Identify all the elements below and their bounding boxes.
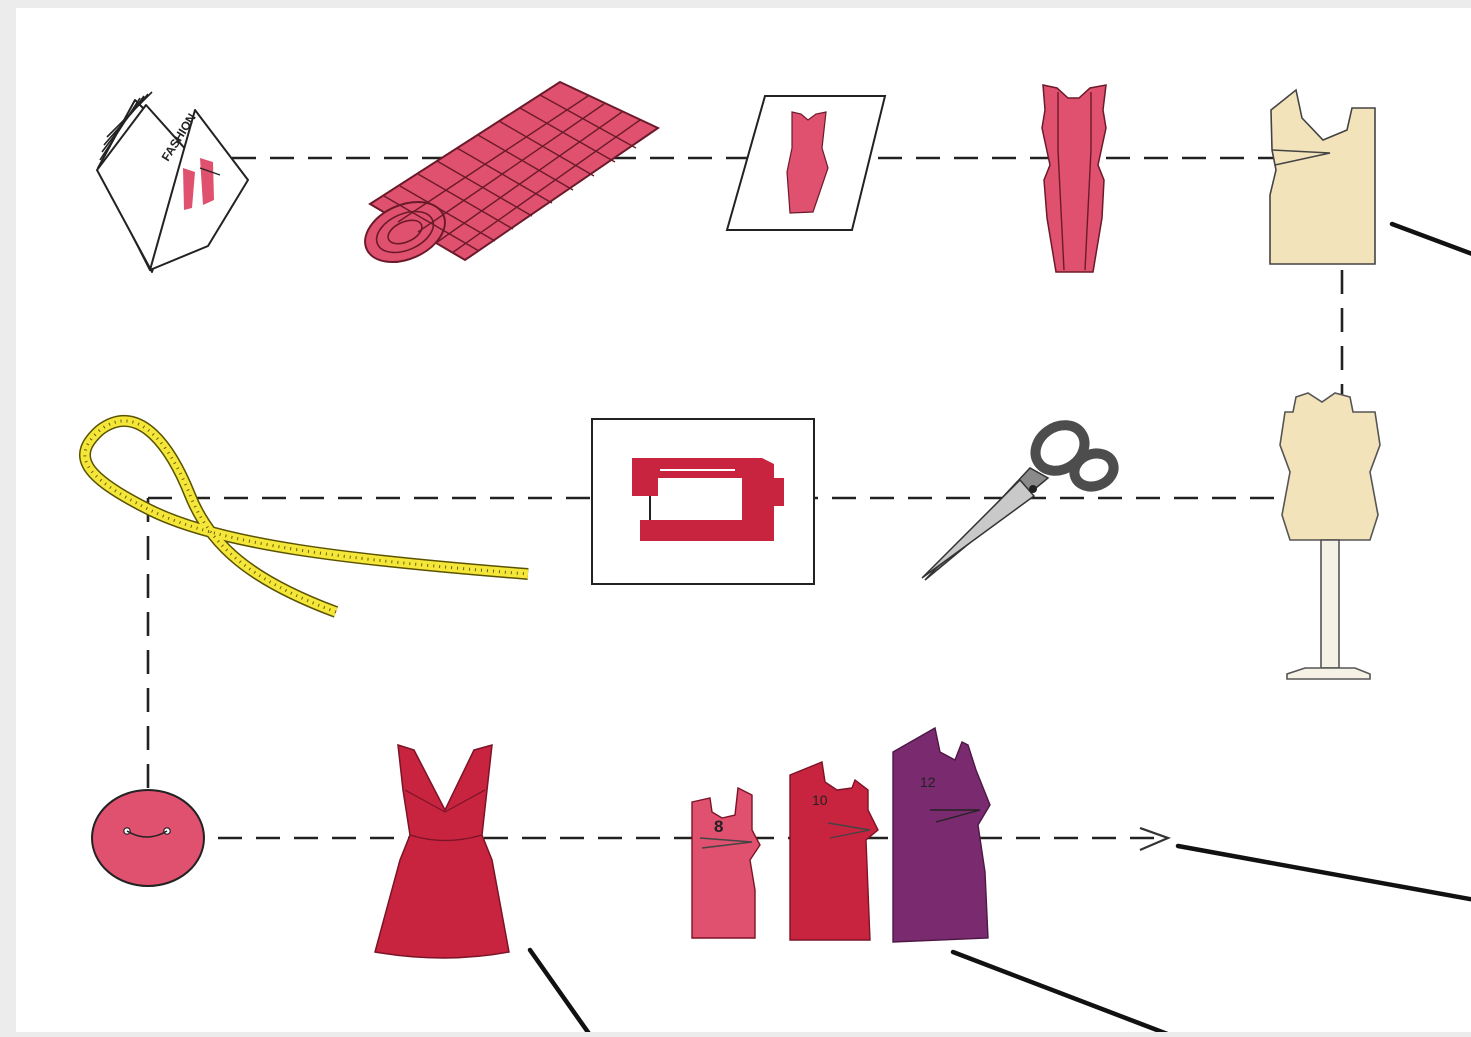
fitted-dress-icon: [1042, 85, 1106, 272]
button-icon: [92, 790, 204, 886]
pattern-size-label-10: 10: [812, 792, 828, 808]
pattern-size-label-12: 12: [920, 774, 936, 790]
sewing-machine-icon: [592, 419, 814, 584]
pattern-size-10: 10: [790, 762, 878, 940]
pattern-size-label-8: 8: [714, 817, 723, 836]
